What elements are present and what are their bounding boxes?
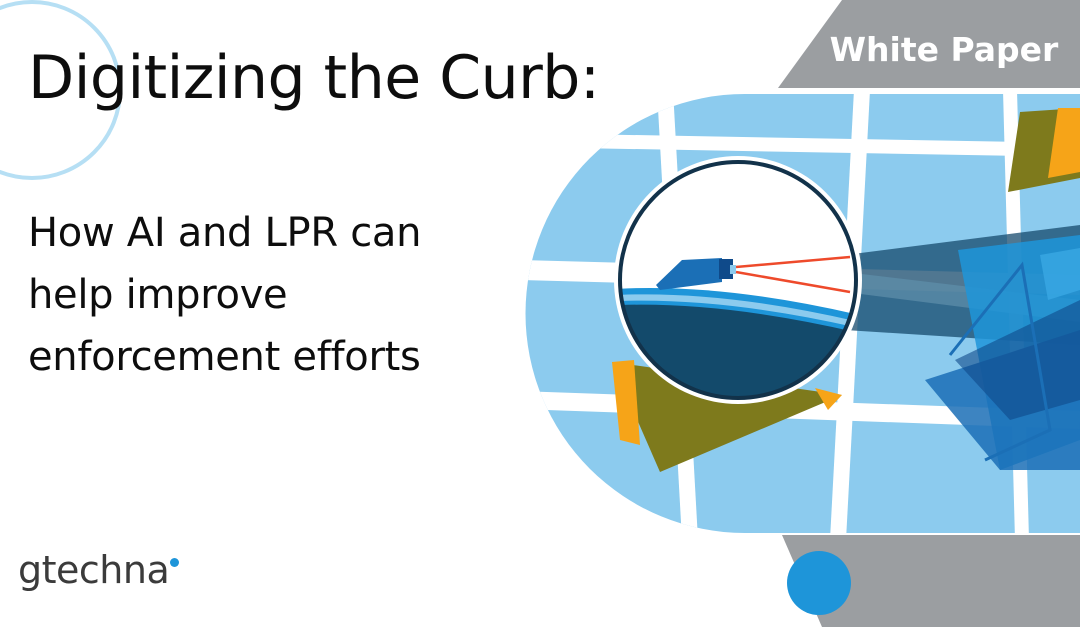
subtitle: How AI and LPR can help improve enforcem… xyxy=(28,202,422,388)
page-title: Digitizing the Curb: xyxy=(28,43,600,113)
logo-wordmark: gtechna xyxy=(18,548,170,592)
decorative-blue-dot xyxy=(787,551,851,615)
subtitle-line: enforcement efforts xyxy=(28,334,421,380)
magnifier-lens-icon xyxy=(614,156,862,404)
gtechna-logo: gtechna xyxy=(18,548,180,608)
lpr-camera-icon xyxy=(656,258,736,290)
decorative-ring xyxy=(0,0,122,180)
subtitle-line: help improve xyxy=(28,272,288,318)
bottom-tab xyxy=(782,535,1080,627)
subtitle-line: How AI and LPR can xyxy=(28,210,422,256)
white-paper-badge: White Paper xyxy=(829,30,1059,69)
logo-dot xyxy=(170,558,180,567)
badge-tab xyxy=(778,0,1080,88)
